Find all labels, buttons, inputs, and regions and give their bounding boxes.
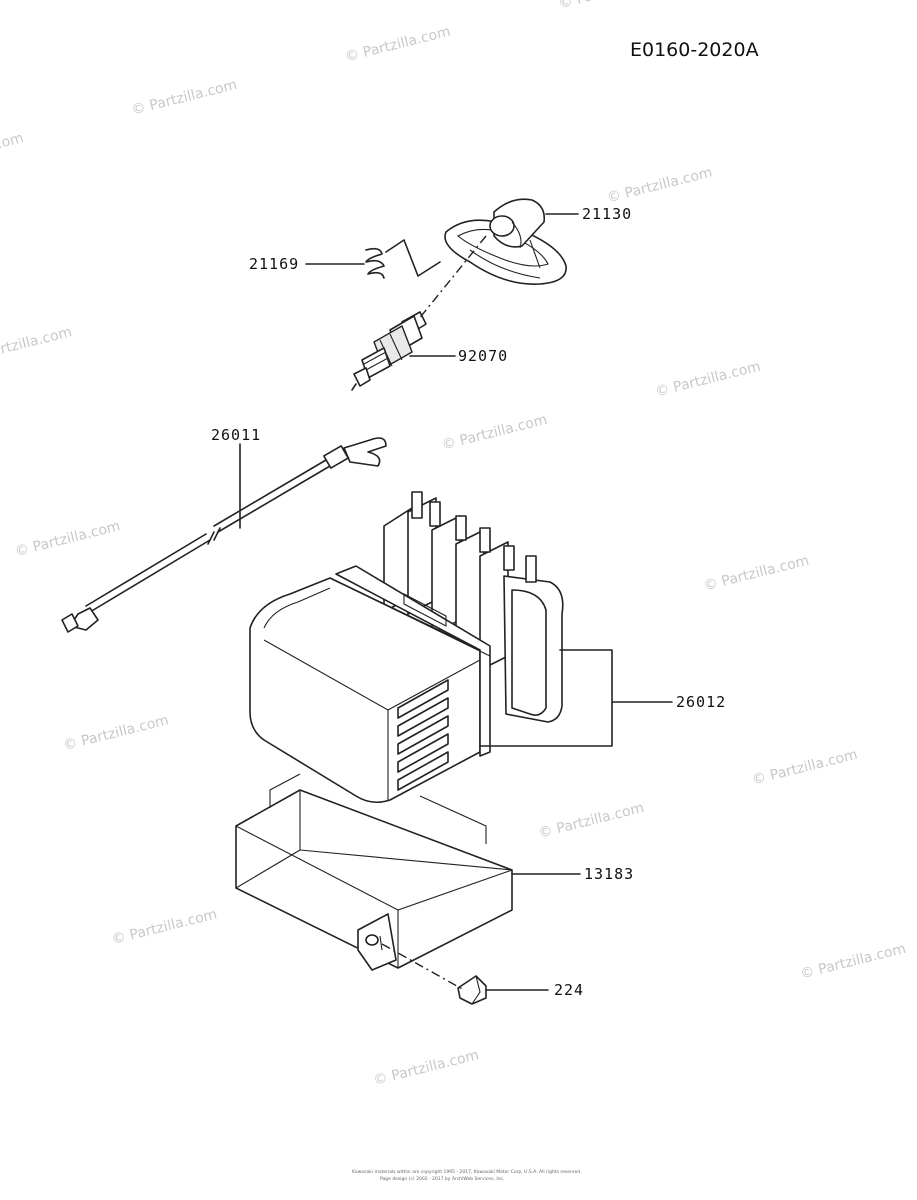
watermark: © Partzilla.com [557,0,666,12]
callout-26012: 26012 [676,693,726,711]
ignition-coil-drawing [249,491,564,804]
page-design-footer: Page design (c) 2002 - 2017 by ArchiWeb … [380,1176,504,1182]
copyright-footer: Kawasaki materials within are copyright … [352,1169,582,1175]
watermark: © Partzilla.com [605,165,714,207]
spring-drawing [365,239,441,279]
callout-224: 224 [554,981,584,999]
watermark: © Partzilla.com [372,1047,481,1089]
bracket-drawing [235,773,513,971]
watermark: © Partzilla.com [654,359,763,401]
spark-plug-cap-drawing [444,198,567,285]
diagram-code: E0160-2020A [630,39,759,61]
watermark: © Partzilla.com [440,412,549,454]
callout-21130: 21130 [582,205,632,223]
bolt-drawing [457,975,487,1005]
watermark: © Partzilla.com [537,800,646,842]
watermark: © Partzilla.com [130,77,239,119]
center-line [381,943,465,991]
center-line [417,235,487,321]
callout-21169: 21169 [249,255,299,273]
callout-26011: 26011 [211,426,261,444]
spark-plug-drawing [351,311,427,391]
callout-92070: 92070 [458,347,508,365]
watermark: © Partzilla.com [750,747,859,789]
watermark: © Partzilla.com [0,130,25,172]
watermark: © Partzilla.com [799,941,908,983]
watermark: © Partzilla.com [110,906,219,948]
watermark: © Partzilla.com [62,712,171,754]
callout-13183: 13183 [584,865,634,883]
leader-lines [239,213,673,991]
wire-lead-drawing [61,437,387,633]
watermark: © Partzilla.com [702,553,811,595]
watermark: © Partzilla.com [343,24,452,66]
watermark: © Partzilla.com [13,518,122,560]
watermark: © Partzilla.com [0,324,74,366]
